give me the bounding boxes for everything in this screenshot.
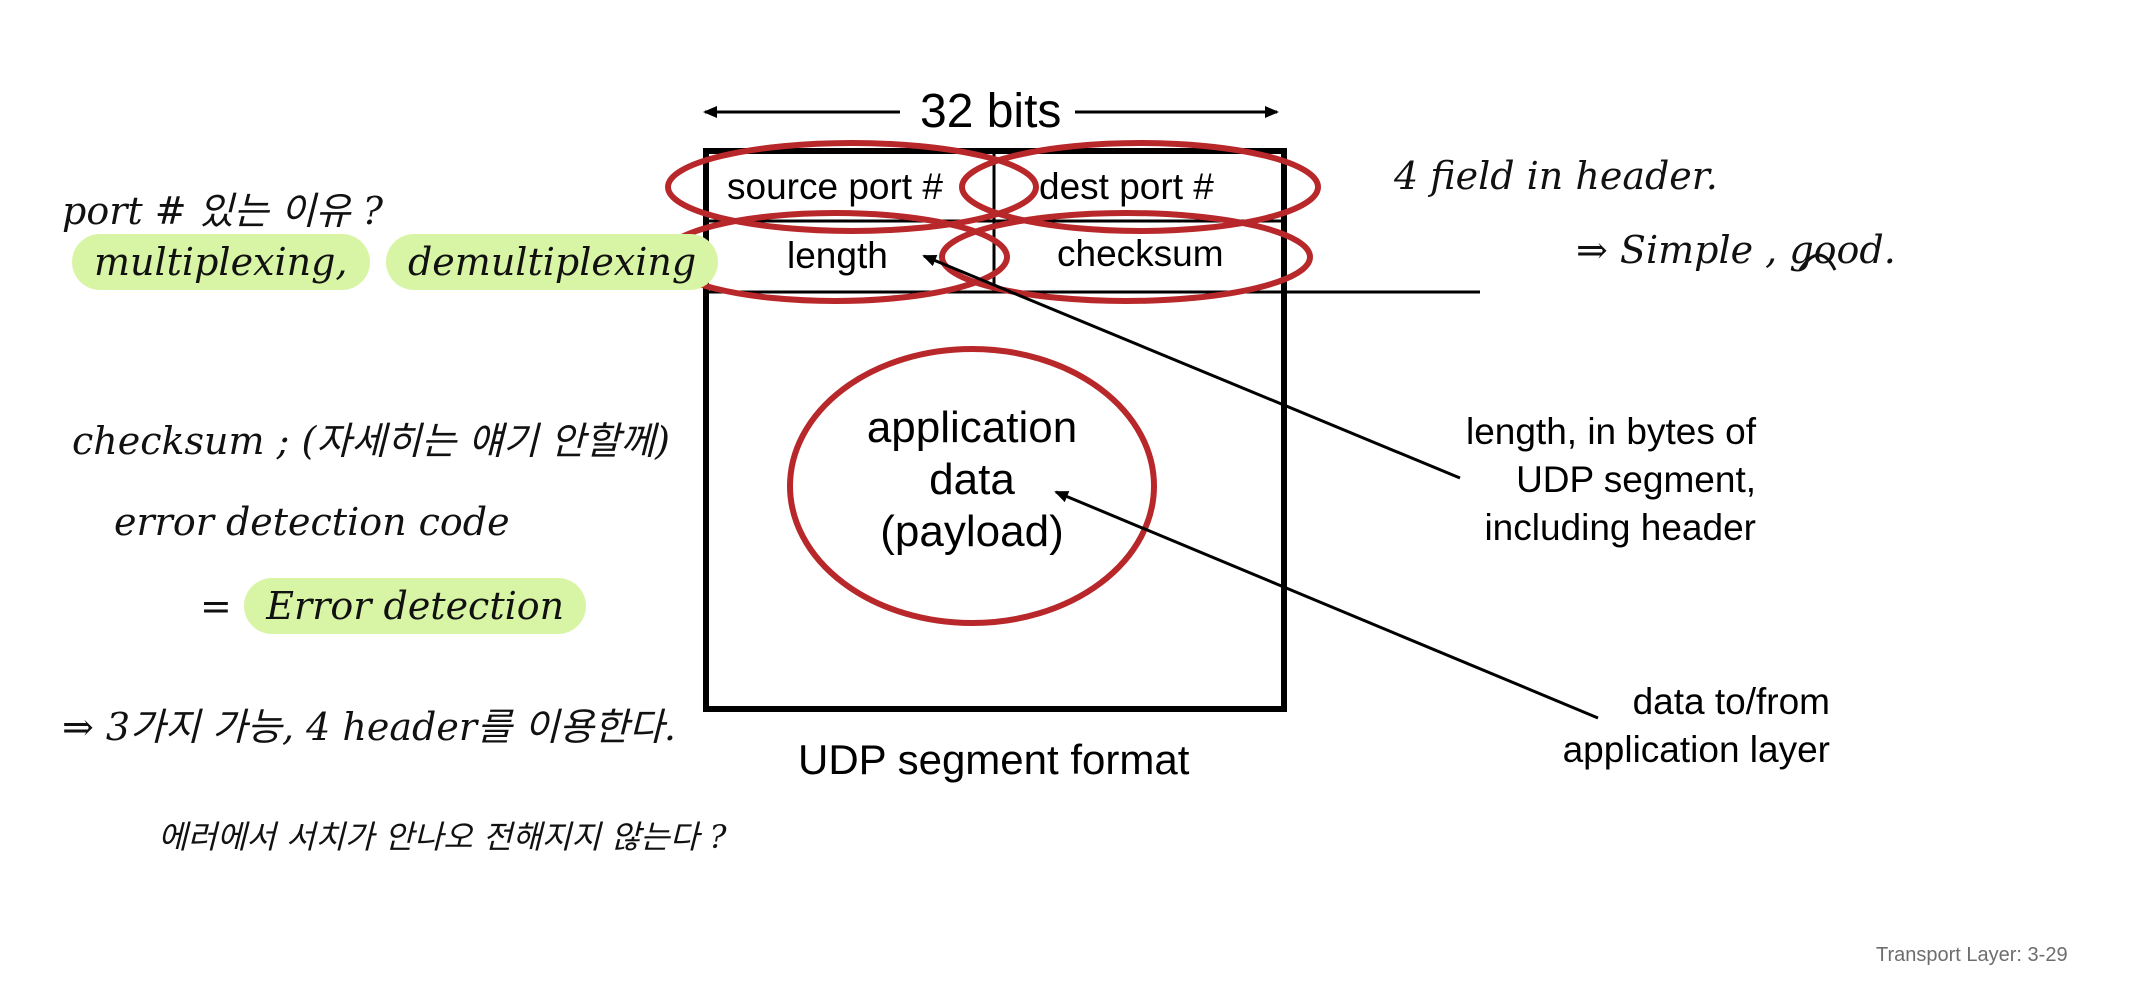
ring-dest-port (959, 140, 1321, 234)
length-annotation-line-1: length, in bytes of (1465, 411, 1756, 452)
hand-scribble (1798, 253, 1837, 271)
data-annotation: data to/from application layer (1500, 678, 1830, 774)
diagram-caption: UDP segment format (798, 736, 1190, 783)
note-error-detection-row: = Error detection (200, 578, 587, 634)
ring-payload (787, 346, 1157, 626)
source-port-field: source port # (727, 166, 943, 207)
payload-pointer (1054, 490, 1599, 720)
data-annotation-line-1: data to/from (1632, 681, 1830, 722)
highlight-rings (660, 140, 1321, 626)
ring-checksum (939, 210, 1313, 304)
note-multiplexing: multiplexing, (72, 234, 370, 290)
length-annotation-line-2: UDP segment, (1516, 459, 1756, 500)
width-label: 32 bits (920, 85, 1062, 138)
slide-footer: Transport Layer: 3-29 (1876, 944, 2068, 966)
note-simple-good: ⇒ Simple , good. (1576, 228, 1896, 272)
note-checksum: checksum ; (자세히는 얘기 안할께) (72, 419, 670, 463)
note-mux-row: multiplexing, demultiplexing (72, 234, 719, 290)
note-equals: = (200, 584, 232, 628)
note-question: 에러에서 서치가 안나오 전해지지 않는다 ? (158, 818, 727, 856)
data-annotation-line-2: application layer (1562, 729, 1830, 770)
note-error-code: error detection code (114, 500, 510, 544)
checksum-field: checksum (1057, 233, 1224, 274)
length-annotation: length, in bytes of UDP segment, includi… (1380, 408, 1756, 552)
payload-line-2: data (929, 455, 1015, 504)
payload-line-1: application (866, 403, 1078, 452)
note-port-question: port # 있는 이유 ? (62, 189, 384, 233)
note-summary: ⇒ 3가지 가능, 4 header를 이용한다. (62, 705, 676, 749)
payload-line-3: (payload) (880, 507, 1064, 556)
ring-source-port (665, 140, 1039, 234)
note-fields: 4 field in header. (1394, 154, 1718, 198)
note-demultiplexing: demultiplexing (385, 234, 719, 290)
length-annotation-line-3: including header (1484, 507, 1756, 548)
dest-port-field: dest port # (1039, 166, 1214, 207)
payload-label: application data (payload) (822, 402, 1122, 558)
length-field: length (787, 235, 888, 276)
length-pointer (922, 254, 1461, 480)
note-error-detection: Error detection (244, 578, 587, 634)
